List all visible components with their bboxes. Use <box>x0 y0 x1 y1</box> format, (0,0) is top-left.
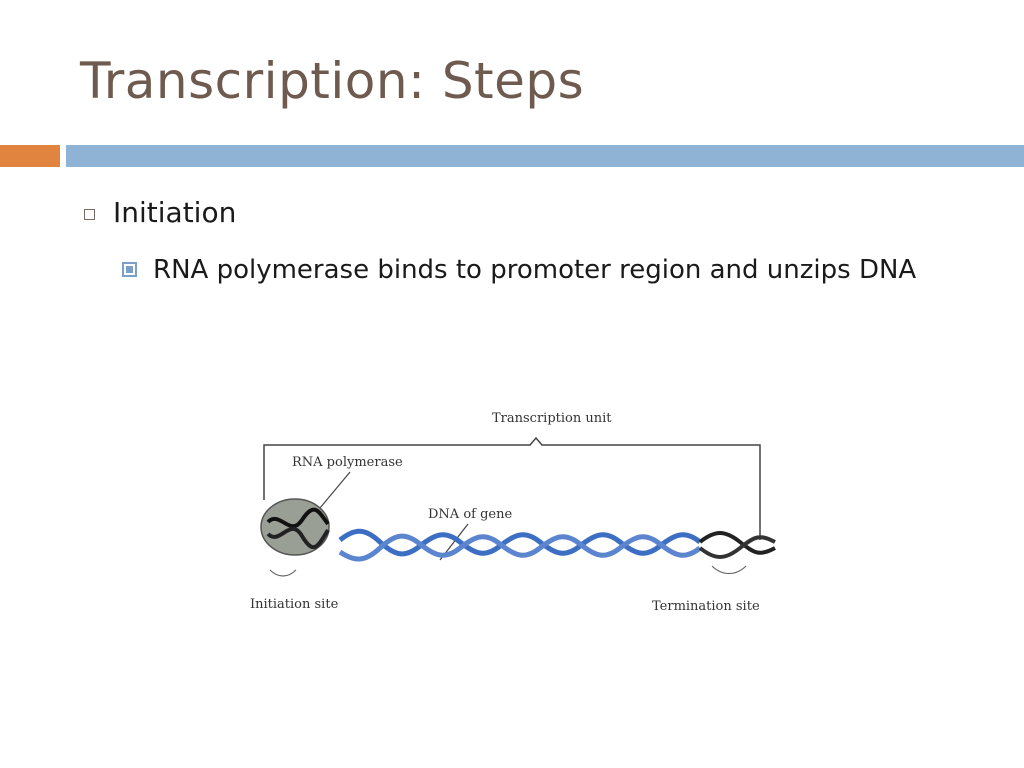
bullet-initiation: Initiation <box>84 196 236 229</box>
filled-square-bullet-icon <box>122 262 137 277</box>
transcription-diagram: Transcription unit RNA polymerase DNA of… <box>250 411 776 614</box>
dna-strand-end-a <box>698 531 776 555</box>
termination-site-brace <box>711 565 747 575</box>
transcription-unit-bracket <box>263 436 761 540</box>
accent-bar-blue <box>66 145 1024 167</box>
label-rna-polymerase: RNA polymerase <box>292 455 403 470</box>
label-termination-site: Termination site <box>652 599 760 614</box>
dna-strand-a <box>338 528 702 557</box>
square-bullet-icon <box>84 209 95 220</box>
accent-bar-orange <box>0 145 60 167</box>
unzipped-dna-b <box>266 527 330 550</box>
rna-polymerase-enzyme <box>260 498 330 556</box>
label-initiation-site: Initiation site <box>250 597 339 612</box>
label-transcription-unit: Transcription unit <box>492 411 612 426</box>
dna-strand-end-b <box>698 535 776 559</box>
subbullet-rna-polymerase: RNA polymerase binds to promoter region … <box>122 254 962 291</box>
dna-helix <box>338 528 776 562</box>
unzipped-dna-a <box>266 507 330 529</box>
dna-strand-b <box>338 533 702 562</box>
slide-title: Transcription: Steps <box>80 52 585 110</box>
bullet-text: Initiation <box>113 196 237 229</box>
initiation-site-brace <box>269 569 297 577</box>
label-dna-of-gene: DNA of gene <box>428 507 512 522</box>
pointer-rna-polymerase <box>319 471 351 509</box>
subbullet-text: RNA polymerase binds to promoter region … <box>153 255 917 285</box>
